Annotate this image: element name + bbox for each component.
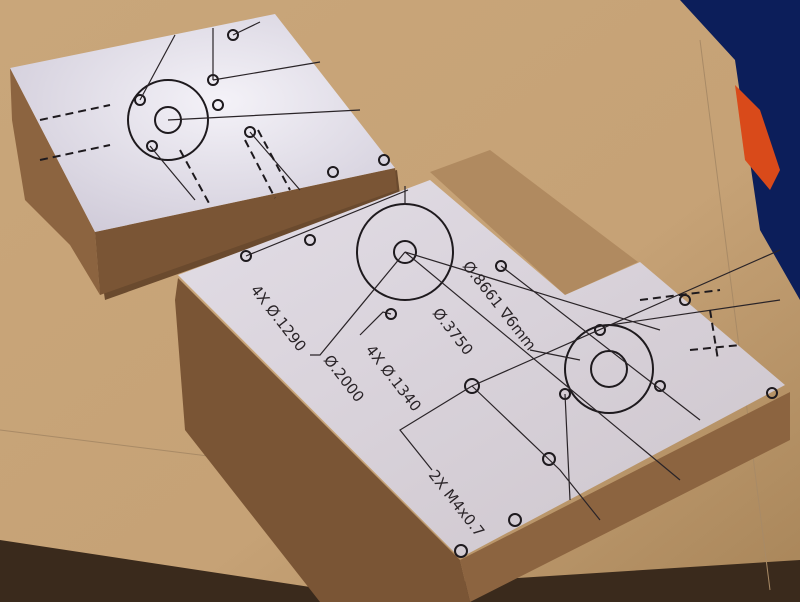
block-side-left xyxy=(175,278,470,602)
red-object xyxy=(735,85,780,190)
drawing-lines xyxy=(240,186,781,558)
paper-top xyxy=(178,180,785,558)
paper-top xyxy=(10,14,395,232)
board-bottom-shadow xyxy=(0,540,800,602)
right-block: 4X Ø.1290 Ø.2000 4X Ø.1340 Ø.3750 Ø.8661… xyxy=(175,150,790,602)
block-side-left xyxy=(10,68,100,295)
cardboard-patch xyxy=(430,150,638,295)
left-block xyxy=(10,14,400,300)
block-side-front xyxy=(460,392,790,602)
block-side-front xyxy=(95,168,397,295)
blue-background xyxy=(680,0,800,300)
drawing-lines xyxy=(39,21,390,206)
board-edge-line xyxy=(699,39,771,591)
